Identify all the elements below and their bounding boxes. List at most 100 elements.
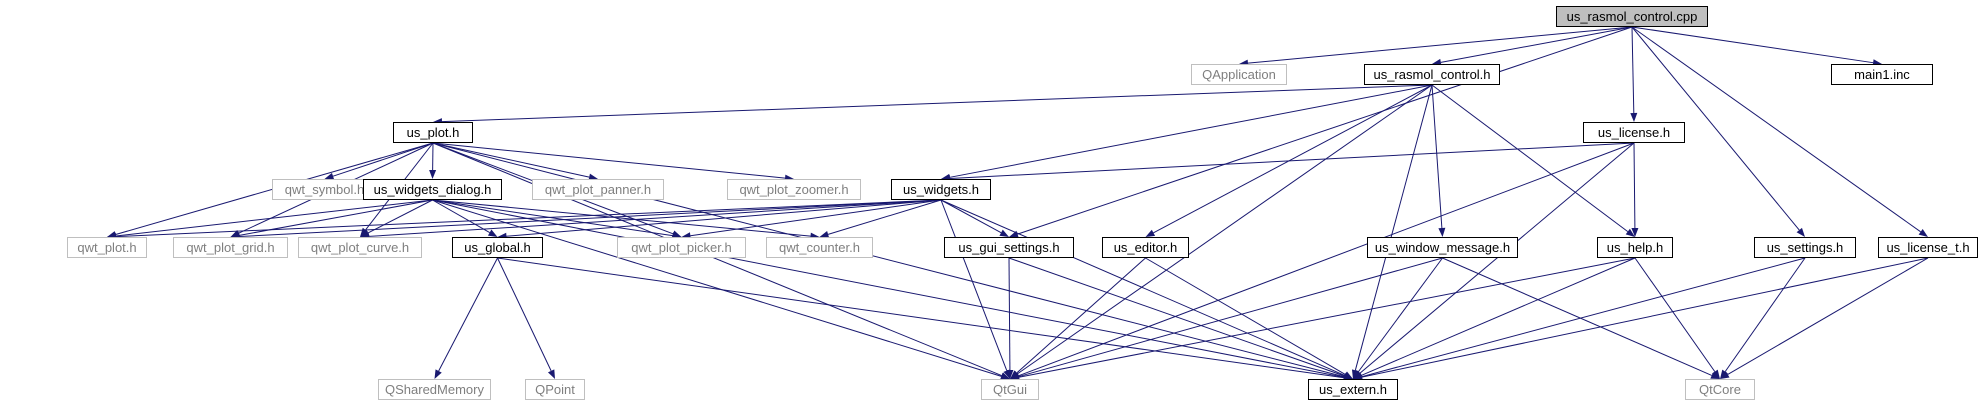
edge-us_widgets_h-to-us_global_h xyxy=(506,199,942,237)
edge-us_help_h-to-us_extern_h xyxy=(1361,257,1636,376)
node-us-widgets-h[interactable]: us_widgets.h xyxy=(891,179,991,200)
edge-arrowhead-us_license_h-to-us_help_h xyxy=(1631,227,1639,237)
node-qpoint[interactable]: QPoint xyxy=(525,379,585,400)
edge-us_license_t_h-to-us_extern_h xyxy=(1361,257,1929,378)
edge-us_window_message_h-to-us_extern_h xyxy=(1357,257,1443,373)
edge-us_widgets_dialog_h-to-qtgui xyxy=(432,199,1002,377)
node-us-gui-settings-h[interactable]: us_gui_settings.h xyxy=(944,237,1074,258)
edge-us_widgets_dialog_h-to-us_global_h xyxy=(432,199,490,233)
edge-arrowhead-us_editor_h-to-us_extern_h xyxy=(1343,371,1353,379)
edge-arrowhead-us_gui_settings_h-to-qtgui xyxy=(1006,369,1014,379)
edge-us_rasmol_control_h-to-us_editor_h xyxy=(1153,84,1433,234)
node-qsharedmemory[interactable]: QSharedMemory xyxy=(378,379,491,400)
edge-us_widgets_h-to-us_extern_h xyxy=(940,199,1345,376)
node-us-window-message-h[interactable]: us_window_message.h xyxy=(1367,237,1518,258)
edge-arrowhead-us_plot_h-to-us_widgets_dialog_h xyxy=(429,169,437,179)
edge-us_editor_h-to-us_extern_h xyxy=(1145,257,1346,375)
edge-arrowhead-us_plot_h-to-qwt_plot_panner_h xyxy=(588,173,598,181)
node-us-editor-h[interactable]: us_editor.h xyxy=(1102,237,1189,258)
edge-arrowhead-root-to-us_license_h xyxy=(1630,112,1638,122)
edge-arrowhead-us_rasmol_control_h-to-us_editor_h xyxy=(1145,229,1156,237)
edge-root-to-us_rasmol_control_h xyxy=(1440,26,1633,63)
edge-arrowhead-us_widgets_dialog_h-to-qtgui xyxy=(1000,372,1010,380)
edge-us_license_h-to-us_extern_h xyxy=(1359,142,1635,374)
node-qtcore[interactable]: QtCore xyxy=(1685,379,1755,400)
edge-arrowhead-us_widgets_h-to-qwt_counter_h xyxy=(819,231,830,238)
edge-us_widgets_h-to-us_gui_settings_h xyxy=(940,199,1002,234)
edge-us_widgets_dialog_h-to-qwt_plot_curve_h xyxy=(367,199,433,234)
edge-us_rasmol_control_h-to-us_window_message_h xyxy=(1431,84,1443,229)
edge-arrowhead-us_plot_h-to-qwt_symbol_h xyxy=(324,172,335,180)
node-qtgui[interactable]: QtGui xyxy=(981,379,1039,400)
edge-us_editor_h-to-qtgui xyxy=(1016,257,1146,374)
edge-us_plot_h-to-qwt_symbol_h xyxy=(332,142,434,177)
node-qwt-plot-zoomer-h[interactable]: qwt_plot_zoomer.h xyxy=(727,179,861,200)
edge-us_global_h-to-qsharedmemory xyxy=(438,257,498,372)
node-us-extern-h[interactable]: us_extern.h xyxy=(1308,379,1398,400)
edge-us_help_h-to-qtgui xyxy=(1018,257,1636,378)
edge-us_rasmol_control_h-to-us_widgets_h xyxy=(949,84,1433,178)
edge-us_widgets_dialog_h-to-us_extern_h xyxy=(432,199,1345,378)
edge-arrowhead-root-to-us_license_t_h xyxy=(1918,228,1928,237)
node-main1-inc[interactable]: main1.inc xyxy=(1831,64,1933,85)
edge-arrowhead-us_rasmol_control_h-to-us_help_h xyxy=(1625,228,1635,237)
node-root[interactable]: us_rasmol_control.cpp xyxy=(1556,6,1708,27)
node-us-plot-h[interactable]: us_plot.h xyxy=(393,122,473,143)
node-us-help-h[interactable]: us_help.h xyxy=(1597,237,1673,258)
node-qapplication[interactable]: QApplication xyxy=(1191,64,1287,85)
node-qwt-counter-h[interactable]: qwt_counter.h xyxy=(766,237,873,258)
edge-us_global_h-to-qpoint xyxy=(497,257,552,372)
edge-arrowhead-us_license_t_h-to-qtcore xyxy=(1720,371,1730,379)
edge-us_license_h-to-us_widgets_h xyxy=(949,142,1635,180)
edge-root-to-us_license_h xyxy=(1631,26,1635,114)
edge-root-to-us_gui_settings_h xyxy=(1017,26,1633,235)
edge-us_rasmol_control_h-to-us_plot_h xyxy=(441,84,1433,123)
node-us-global-h[interactable]: us_global.h xyxy=(452,237,543,258)
node-us-license-t-h[interactable]: us_license_t.h xyxy=(1878,237,1978,258)
node-us-license-h[interactable]: us_license.h xyxy=(1583,122,1685,143)
edge-arrowhead-root-to-us_settings_h xyxy=(1796,227,1805,237)
edge-us_settings_h-to-qtcore xyxy=(1724,257,1806,372)
edge-us_plot_h-to-qwt_plot_zoomer_h xyxy=(432,142,786,179)
node-qwt-plot-panner-h[interactable]: qwt_plot_panner.h xyxy=(532,179,664,200)
edge-arrowhead-us_rasmol_control_h-to-us_window_message_h xyxy=(1438,227,1446,237)
edge-us_rasmol_control_h-to-us_extern_h xyxy=(1354,84,1433,371)
edge-root-to-main1_inc xyxy=(1631,26,1874,64)
edge-us_window_message_h-to-qtcore xyxy=(1442,257,1712,376)
edge-arrowhead-us_global_h-to-qsharedmemory xyxy=(434,369,442,379)
node-qwt-plot-curve-h[interactable]: qwt_plot_curve.h xyxy=(298,237,422,258)
edge-arrowhead-us_editor_h-to-qtgui xyxy=(1010,370,1020,379)
node-qwt-symbol-h[interactable]: qwt_symbol.h xyxy=(272,179,377,200)
edge-arrowhead-us_widgets_dialog_h-to-us_global_h xyxy=(487,229,498,237)
edge-us_license_h-to-us_help_h xyxy=(1633,142,1636,229)
node-qwt-plot-grid-h[interactable]: qwt_plot_grid.h xyxy=(173,237,288,258)
edge-us_global_h-to-us_extern_h xyxy=(497,257,1345,379)
edge-us_widgets_h-to-qwt_plot_h xyxy=(115,199,942,238)
node-us-rasmol-control-h[interactable]: us_rasmol_control.h xyxy=(1364,64,1500,85)
node-qwt-plot-picker-h[interactable]: qwt_plot_picker.h xyxy=(617,237,746,258)
edge-us_widgets_h-to-qwt_plot_curve_h xyxy=(368,199,942,237)
edge-root-to-us_license_t_h xyxy=(1631,26,1921,233)
edge-arrowhead-us_global_h-to-qpoint xyxy=(547,369,555,379)
edge-us_widgets_dialog_h-to-qwt_counter_h xyxy=(432,199,811,237)
node-qwt-plot-h[interactable]: qwt_plot.h xyxy=(67,237,147,258)
edge-us_gui_settings_h-to-qtgui xyxy=(1008,257,1011,371)
edge-us_widgets_h-to-qtgui xyxy=(940,199,1008,371)
edge-arrowhead-us_window_message_h-to-us_extern_h xyxy=(1353,369,1362,379)
edge-us_widgets_h-to-qwt_plot_grid_h xyxy=(239,199,942,238)
edge-root-to-us_settings_h xyxy=(1631,26,1800,231)
edge-us_plot_h-to-qtgui xyxy=(432,142,1002,377)
edge-us_rasmol_control_h-to-qtgui xyxy=(1017,84,1433,375)
edge-arrowhead-us_widgets_h-to-us_gui_settings_h xyxy=(999,229,1009,237)
edge-us_rasmol_control_h-to-us_help_h xyxy=(1431,84,1629,233)
node-us-widgets-dialog-h[interactable]: us_widgets_dialog.h xyxy=(363,179,502,200)
edge-us_plot_h-to-qwt_plot_panner_h xyxy=(432,142,590,178)
node-us-settings-h[interactable]: us_settings.h xyxy=(1754,237,1856,258)
edge-arrowhead-us_license_t_h-to-us_extern_h xyxy=(1353,373,1363,381)
edge-us_widgets_h-to-qwt_plot_picker_h xyxy=(690,199,942,237)
edge-us_window_message_h-to-qtgui xyxy=(1018,257,1443,378)
edge-us_widgets_dialog_h-to-qwt_plot_h xyxy=(115,199,433,237)
edge-us_widgets_h-to-qwt_counter_h xyxy=(827,199,942,235)
